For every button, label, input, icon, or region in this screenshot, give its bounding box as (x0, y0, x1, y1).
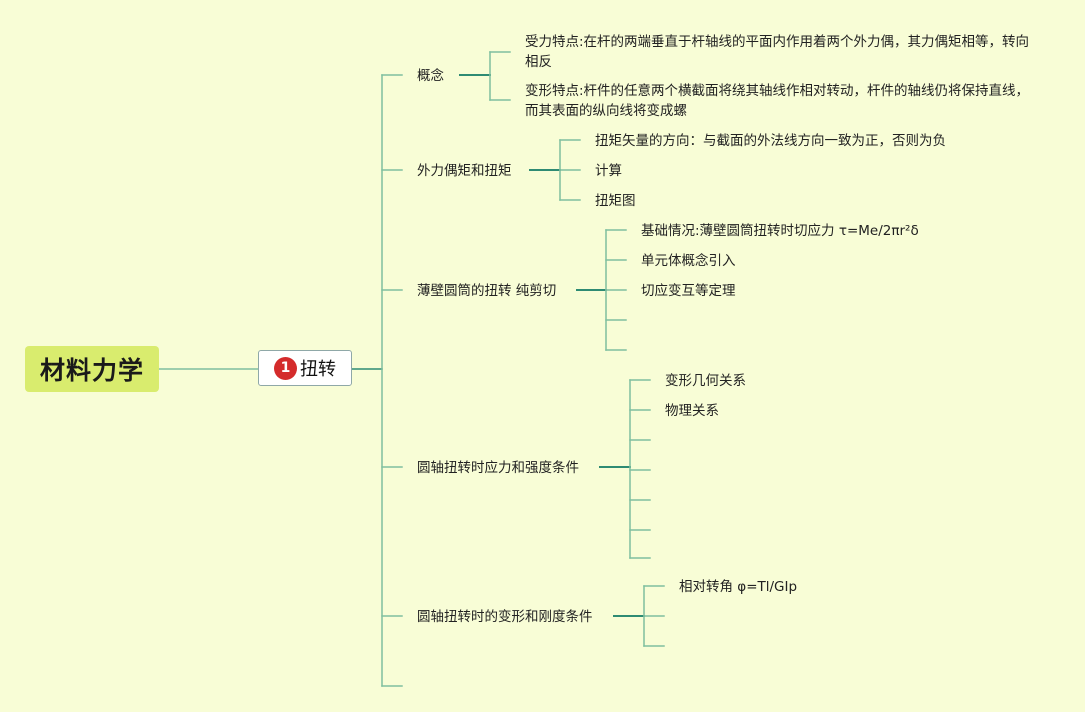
leaf-node[interactable]: 扭矩图 (595, 193, 636, 209)
branch-node[interactable]: 圆轴扭转时的变形和刚度条件 (417, 609, 593, 625)
leaf-node[interactable]: 变形几何关系 (665, 373, 746, 389)
leaf-node[interactable]: 基础情况:薄壁圆筒扭转时切应力 τ=Me/2πr²δ (641, 223, 919, 239)
branch-node[interactable]: 外力偶矩和扭矩 (417, 163, 512, 179)
leaf-node[interactable]: 扭矩矢量的方向：与截面的外法线方向一致为正，否则为负 (595, 133, 946, 149)
leaf-node[interactable]: 切应变互等定理 (641, 283, 736, 299)
branch-node[interactable]: 薄壁圆筒的扭转 纯剪切 (417, 283, 557, 299)
branch-node[interactable]: 概念 (417, 68, 444, 84)
root-label: 材料力学 (39, 356, 144, 385)
branch-node[interactable]: 圆轴扭转时应力和强度条件 (417, 460, 579, 476)
priority-1-icon: 1 (274, 356, 297, 380)
leaf-node[interactable]: 单元体概念引入 (641, 253, 736, 269)
leaf-node[interactable]: 物理关系 (665, 403, 719, 419)
leaf-node[interactable]: 计算 (595, 163, 622, 179)
leaf-node[interactable]: 变形特点:杆件的任意两个横截面将绕其轴线作相对转动，杆件的轴线仍将保持直线，而其… (525, 83, 1030, 119)
topic-node[interactable]: 1 扭转 (258, 350, 352, 386)
topic-label: 扭转 (300, 359, 336, 380)
leaf-node[interactable]: 相对转角 φ=Tl/GIp (679, 579, 798, 595)
leaf-node[interactable]: 受力特点:在杆的两端垂直于杆轴线的平面内作用着两个外力偶，其力偶矩相等，转向相反 (525, 34, 1030, 70)
root-node[interactable]: 材料力学 (25, 346, 159, 392)
